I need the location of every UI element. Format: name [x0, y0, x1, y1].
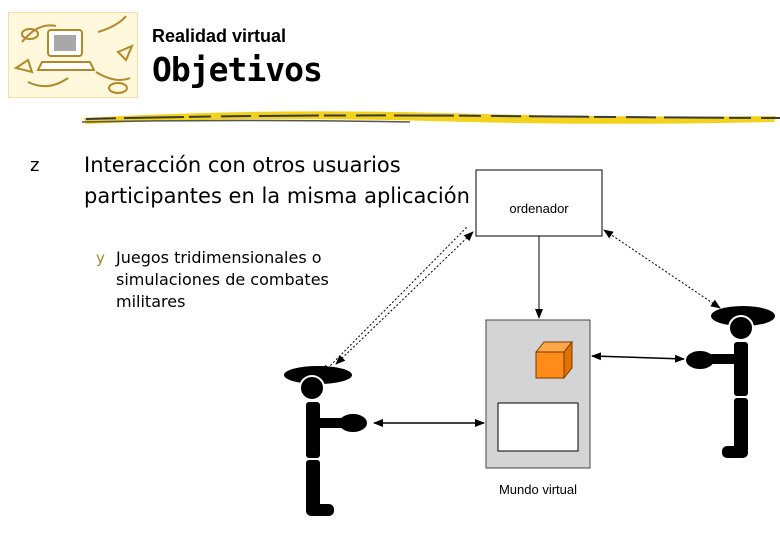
right-user-to-world-arrow — [591, 352, 685, 363]
world-label: Mundo virtual — [499, 482, 577, 497]
virtual-reality-logo — [8, 12, 138, 98]
bullet-sub-text: Juegos tridimensionales o simulaciones d… — [116, 248, 329, 311]
sub-bullet-marker-icon: y — [96, 249, 105, 267]
slide-title: Objetivos — [152, 50, 323, 89]
computer-box — [475, 169, 603, 237]
virtual-world-screen — [497, 402, 579, 452]
bullet-marker-icon: z — [30, 155, 40, 176]
title-underline-brush — [81, 111, 780, 124]
bullet-main-text: Interacción con otros usuarios participa… — [84, 153, 470, 208]
virtual-cube-icon — [534, 340, 574, 380]
bullet-sub: y Juegos tridimensionales o simulaciones… — [96, 247, 396, 313]
left-user-figure-icon — [284, 366, 367, 516]
slide-subtitle: Realidad virtual — [152, 26, 287, 46]
right-user-figure-icon — [686, 306, 775, 458]
left-user-to-computer-arrow-2 — [321, 225, 469, 375]
left-user-to-computer-arrow — [335, 231, 474, 365]
computer-label: ordenador — [509, 201, 569, 216]
right-user-to-computer-arrow — [603, 229, 721, 309]
bullet-main: z Interacción con otros usuarios partici… — [30, 150, 470, 212]
